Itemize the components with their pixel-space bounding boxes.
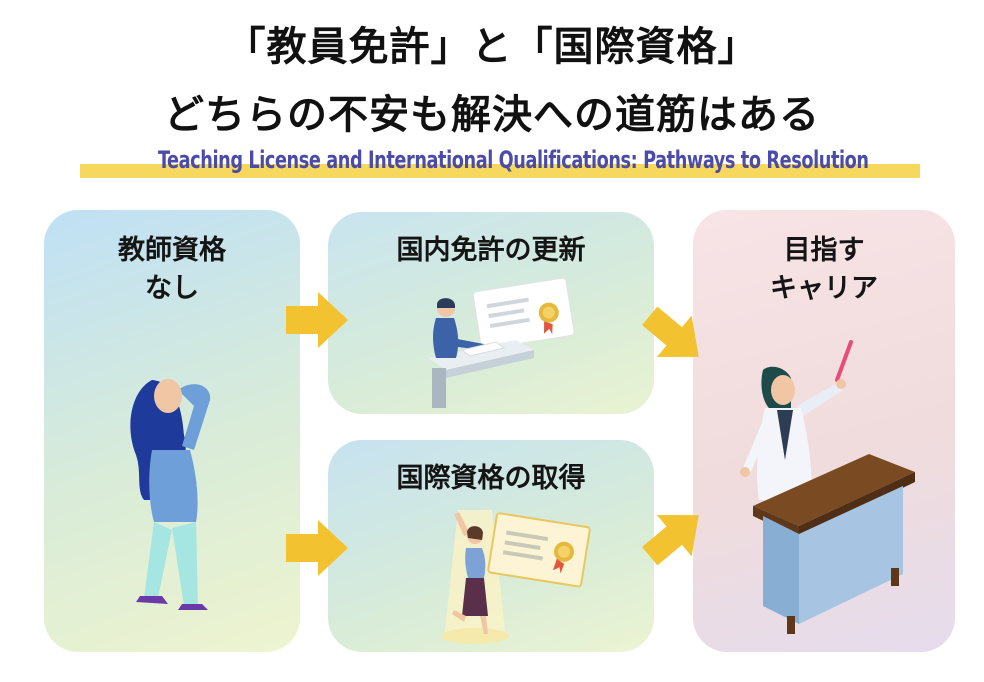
title-line-2: どちらの不安も解決への道筋はある — [0, 82, 984, 140]
renewal-node-panel: 国内免許の更新 — [328, 212, 654, 414]
start-node-panel: 教師資格 なし — [44, 210, 300, 652]
start-node-label-line-1: 教師資格 — [118, 235, 226, 266]
teacher-at-podium-illustration — [740, 340, 915, 634]
goal-node-panel: 目指す キャリア — [693, 210, 955, 652]
arrow-international-to-goal — [642, 514, 699, 566]
desk-study-illustration — [428, 277, 575, 408]
subtitle: Teaching License and International Quali… — [80, 146, 920, 184]
subtitle-text: Teaching License and International Quali… — [157, 146, 869, 174]
goal-node-label-line-2: キャリア — [770, 273, 878, 304]
international-node-label: 国際資格の取得 — [396, 463, 586, 494]
start-node-label-line-2: なし — [145, 273, 199, 304]
goal-node-label-line-1: 目指す — [783, 235, 865, 266]
worried-woman-illustration — [130, 379, 211, 610]
international-node-panel: 国際資格の取得 — [328, 440, 654, 652]
renewal-node-label: 国内免許の更新 — [396, 235, 586, 266]
title-line-1: 「教員免許」と「国際資格」 — [0, 14, 984, 72]
subtitle-highlight — [80, 164, 920, 178]
arrow-renewal-to-goal — [642, 306, 699, 358]
arrow-start-to-renewal — [286, 292, 348, 348]
arrow-start-to-international — [286, 520, 348, 576]
celebrating-woman-illustration — [441, 510, 591, 644]
